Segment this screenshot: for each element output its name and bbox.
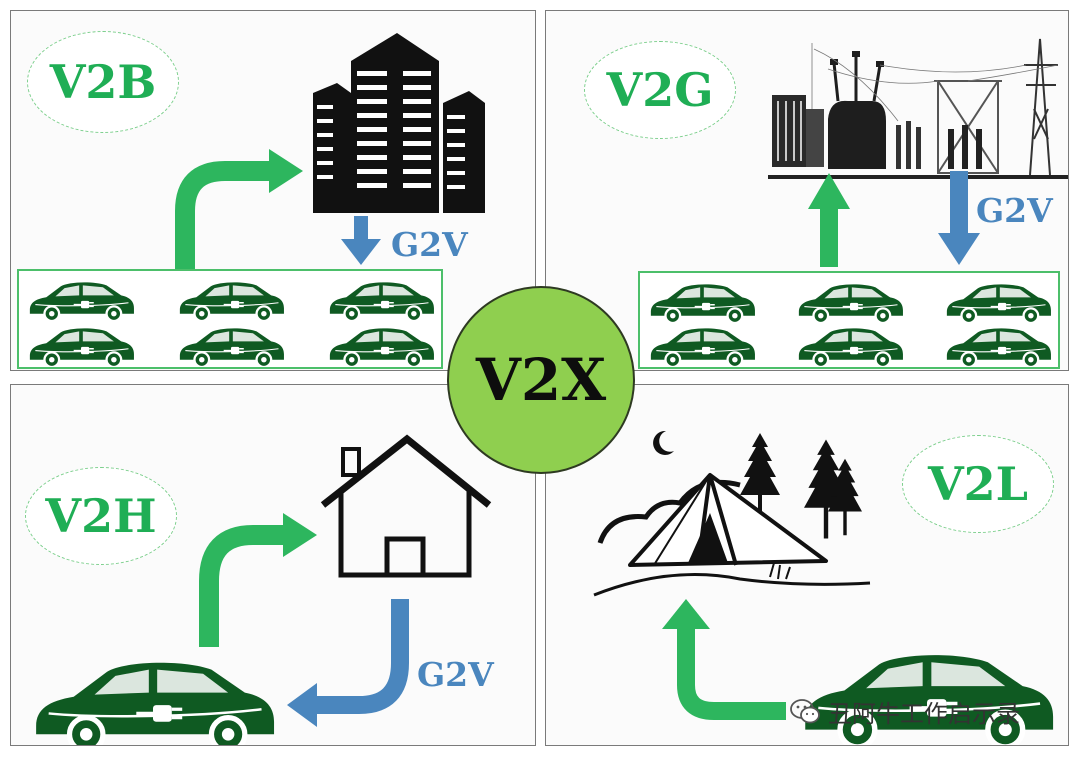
v2g-panel: V2G <box>545 10 1069 371</box>
v2l-panel: V2L <box>545 384 1069 746</box>
ev-car-icon <box>794 325 906 367</box>
ev-car-icon <box>942 325 1054 367</box>
ev-car-icon <box>325 325 437 367</box>
discharge-arrow <box>175 149 381 269</box>
camping-tent-icon <box>593 430 871 597</box>
wechat-icon <box>790 698 820 723</box>
g2v-label: G2V <box>976 191 1053 230</box>
flow-arrows <box>199 513 409 727</box>
ev-car-icon <box>646 325 758 367</box>
watermark: 丑阿牛工作启示录 <box>790 694 1020 729</box>
flow-arrows <box>808 171 980 267</box>
discharge-arrow <box>662 599 786 720</box>
g2v-label: G2V <box>417 655 494 694</box>
ev-car-icon <box>25 279 137 321</box>
v2g-label: V2G <box>584 41 736 139</box>
ev-car-icon <box>325 279 437 321</box>
ev-car-icon <box>942 281 1054 323</box>
v2l-label: V2L <box>902 435 1054 533</box>
ev-car-icon <box>794 281 906 323</box>
ev-car-icon <box>646 281 758 323</box>
ev-car-icon <box>175 325 287 367</box>
v2b-panel: V2B <box>10 10 536 371</box>
watermark-text: 丑阿牛工作启示录 <box>828 700 1020 728</box>
office-buildings-icon <box>313 33 485 213</box>
power-substation-icon <box>768 38 1068 179</box>
ev-car-icon <box>19 655 287 746</box>
v2h-label: V2H <box>25 467 177 565</box>
g2v-label: G2V <box>391 225 468 264</box>
ev-fleet <box>638 271 1060 369</box>
ev-car-icon <box>25 325 137 367</box>
v2x-center-label: V2X <box>447 286 635 474</box>
ev-fleet <box>17 269 443 369</box>
v2h-panel: V2H G2V <box>10 384 536 746</box>
v2b-label: V2B <box>27 31 179 133</box>
ev-car-icon <box>175 279 287 321</box>
house-icon <box>320 434 492 578</box>
